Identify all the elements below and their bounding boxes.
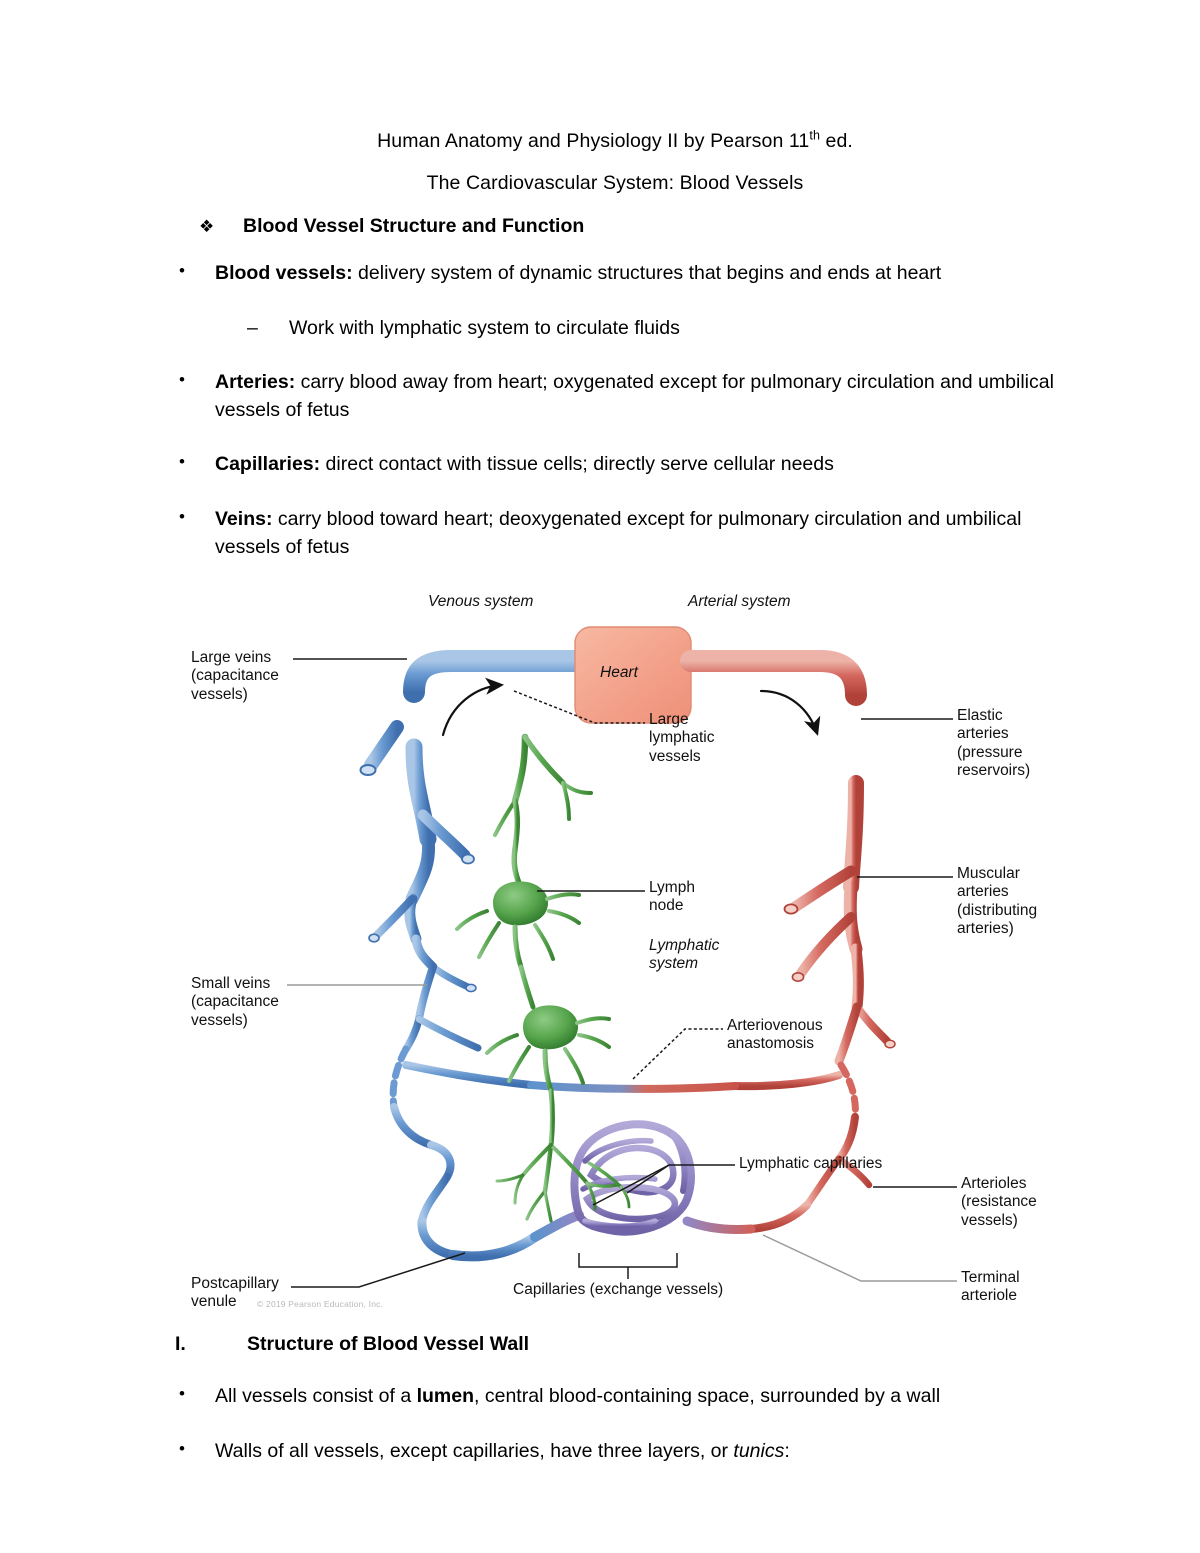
- list-item: • Blood vessels: delivery system of dyna…: [175, 259, 1055, 287]
- leader-arteriovenous-anastomosis: [632, 1028, 723, 1080]
- document-title-line-1: Human Anatomy and Physiology II by Pears…: [175, 128, 1055, 152]
- figure-credit: © 2019 Pearson Education, Inc.: [257, 1299, 384, 1310]
- list-item-rest: carry blood away from heart; oxygenated …: [215, 370, 1054, 422]
- bullet-icon: •: [179, 1384, 185, 1404]
- circulatory-system-diagram: Venous system Arterial system Heart Larg…: [175, 587, 1055, 1310]
- label-leader-lines: [287, 658, 957, 1289]
- circulatory-diagram-svg: [287, 626, 957, 1289]
- list-item-text: Capillaries: direct contact with tissue …: [215, 450, 1055, 478]
- list-item: • Veins: carry blood toward heart; deoxy…: [175, 505, 1055, 562]
- leader-large-lymphatic-vessels: [513, 690, 645, 725]
- label-terminal-arteriole: Terminal arteriole: [961, 1269, 1020, 1305]
- capillary-bed: [570, 1120, 695, 1236]
- list-item: • Walls of all vessels, except capillari…: [175, 1437, 1055, 1465]
- label-arterioles: Arterioles (resistance vessels): [961, 1175, 1037, 1229]
- label-venous-system: Venous system: [428, 593, 534, 611]
- diamond-bullet-icon: ❖: [199, 217, 215, 236]
- list-item-rest: delivery system of dynamic structures th…: [352, 262, 942, 285]
- venous-system-vessels: [359, 650, 586, 1262]
- label-large-lymphatic-vessels: Large lymphatic vessels: [649, 711, 715, 765]
- list-item-post: , central blood-containing space, surrou…: [474, 1385, 941, 1408]
- label-small-veins: Small veins (capacitance vessels): [191, 975, 279, 1029]
- bullet-icon: •: [179, 506, 185, 526]
- label-lymphatic-capillaries: Lymphatic capillaries: [739, 1155, 883, 1173]
- section-heading-label: Blood Vessel Structure and Function: [243, 215, 585, 237]
- bullet-icon: •: [179, 369, 185, 389]
- label-heart: Heart: [600, 664, 638, 682]
- list-item: • Capillaries: direct contact with tissu…: [175, 450, 1055, 478]
- section-heading-blood-vessel-structure: ❖ Blood Vessel Structure and Function: [175, 215, 1055, 237]
- capillaries-bracket: [578, 1253, 678, 1269]
- list-item-post: :: [784, 1439, 790, 1462]
- section-numbered-heading: I. Structure of Blood Vessel Wall: [175, 1333, 1055, 1356]
- bullet-icon: •: [179, 452, 185, 472]
- label-large-veins: Large veins (capacitance vessels): [191, 649, 279, 703]
- list-item-text: Arteries: carry blood away from heart; o…: [215, 368, 1055, 425]
- label-lymphatic-system: Lymphatic system: [649, 937, 720, 973]
- list-item-text: Blood vessels: delivery system of dynami…: [215, 259, 1055, 287]
- list-item-lead: Veins:: [215, 507, 273, 530]
- leader-postcapillary-venule: [291, 1252, 466, 1289]
- label-arteriovenous-anastomosis: Arteriovenous anastomosis: [727, 1017, 823, 1053]
- sub-list-item: – Work with lymphatic system to circulat…: [175, 314, 1055, 342]
- list-item-text: Veins: carry blood toward heart; deoxyge…: [215, 505, 1055, 562]
- arterial-system-vessels: [527, 650, 896, 1235]
- sub-list-item-text: Work with lymphatic system to circulate …: [289, 316, 680, 339]
- label-lymph-node: Lymph node: [649, 879, 695, 915]
- section-title: Structure of Blood Vessel Wall: [247, 1333, 530, 1356]
- document-title-line-2: The Cardiovascular System: Blood Vessels: [426, 171, 804, 194]
- list-item-lead: Arteries:: [215, 370, 296, 393]
- list-item-lead: Capillaries:: [215, 453, 321, 476]
- label-elastic-arteries: Elastic arteries (pressure reservoirs): [957, 707, 1031, 779]
- section-numeral: I.: [175, 1333, 186, 1356]
- flow-arrows: [441, 677, 821, 737]
- list-item-rest: direct contact with tissue cells; direct…: [320, 453, 834, 476]
- bullet-icon: •: [179, 261, 185, 281]
- title-line-1-post: ed.: [820, 130, 853, 152]
- label-capillaries-exchange-vessels: Capillaries (exchange vessels): [513, 1281, 724, 1299]
- lymphatic-system-vessels: [455, 669, 631, 1223]
- bullet-icon: •: [179, 1438, 185, 1458]
- list-item-pre: Walls of all vessels, except capillaries…: [215, 1439, 734, 1462]
- list-item-text: All vessels consist of a lumen, central …: [215, 1382, 1055, 1410]
- list-item: • All vessels consist of a lumen, centra…: [175, 1382, 1055, 1410]
- list-item-text: Walls of all vessels, except capillaries…: [215, 1437, 1055, 1465]
- label-postcapillary-venule: Postcapillary venule: [191, 1275, 279, 1311]
- title-line-1-superscript: th: [809, 128, 820, 143]
- list-item-italic-term: tunics: [733, 1439, 785, 1462]
- label-muscular-arteries: Muscular arteries (distributing arteries…: [957, 865, 1038, 937]
- title-line-1-pre: Human Anatomy and Physiology II by Pears…: [377, 130, 810, 152]
- list-item-rest: carry blood toward heart; deoxygenated e…: [215, 507, 1022, 559]
- leader-terminal-arteriole: [762, 1234, 957, 1283]
- dash-bullet-icon: –: [247, 316, 258, 339]
- list-item-bold-term: lumen: [416, 1385, 475, 1408]
- list-item: • Arteries: carry blood away from heart;…: [175, 368, 1055, 425]
- venous-flow-arrow-icon: [441, 677, 505, 737]
- arterial-flow-arrow-icon: [759, 690, 821, 737]
- list-item-pre: All vessels consist of a: [215, 1385, 417, 1408]
- leader-lymphatic-capillaries-2: [592, 1164, 670, 1206]
- label-arterial-system: Arterial system: [688, 593, 791, 611]
- document-content: Human Anatomy and Physiology II by Pears…: [175, 128, 1055, 1491]
- list-item-lead: Blood vessels:: [215, 262, 353, 285]
